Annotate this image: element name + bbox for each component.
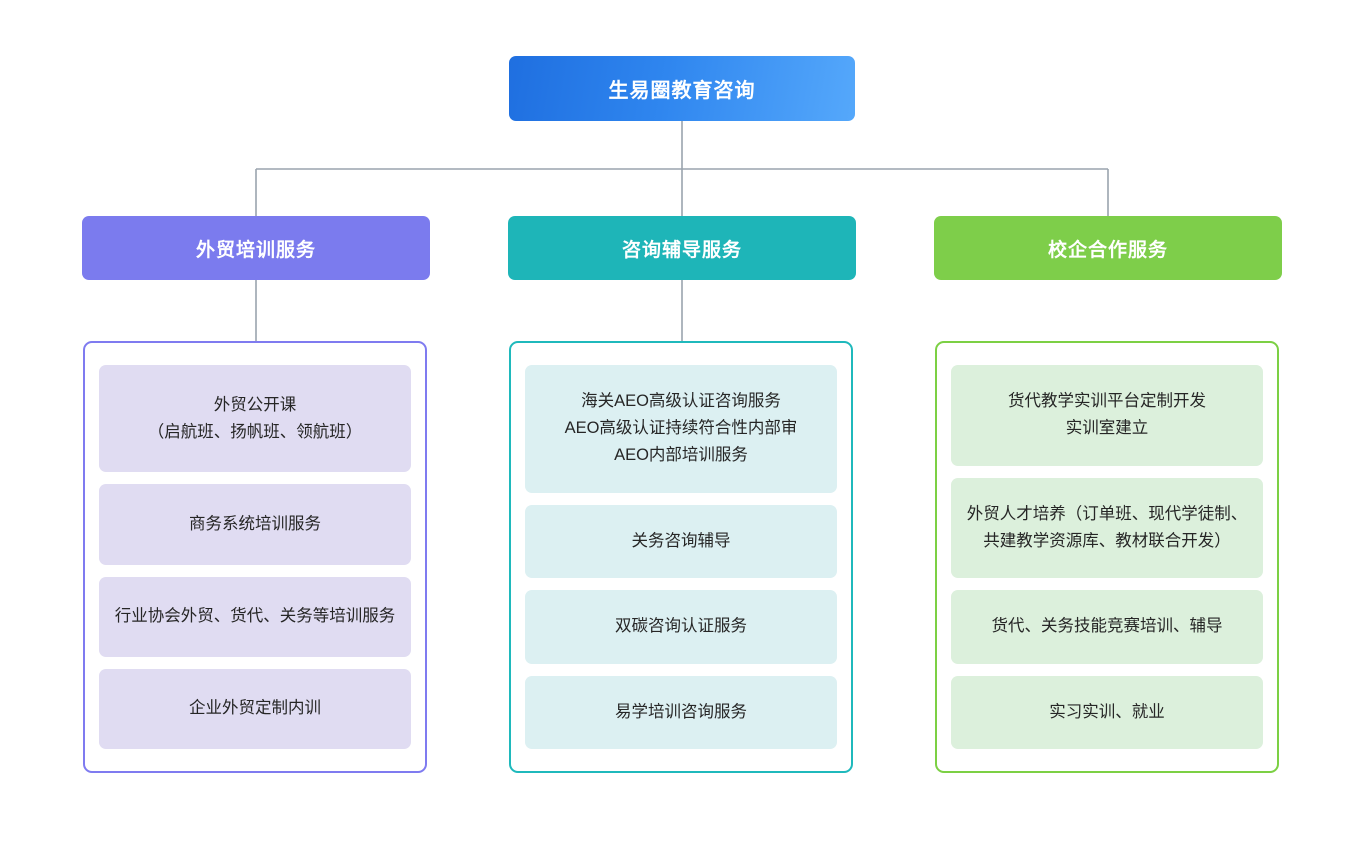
root-node-label: 生易圈教育咨询: [608, 80, 756, 102]
category-header-consulting-tutoring[interactable]: 咨询辅导服务: [508, 216, 856, 280]
leaf-item[interactable]: 双碳咨询认证服务: [525, 590, 837, 664]
category-header-label: 外贸培训服务: [195, 239, 316, 261]
leaf-item[interactable]: 货代教学实训平台定制开发 实训室建立: [951, 365, 1263, 466]
leaf-item[interactable]: 商务系统培训服务: [99, 484, 411, 565]
root-node[interactable]: 生易圈教育咨询: [509, 56, 855, 121]
leaf-item[interactable]: 行业协会外贸、货代、关务等培训服务: [99, 576, 411, 657]
branch-column-school-enterprise-cooperation: 校企合作服务 货代教学实训平台定制开发 实训室建立 外贸人才培养（订单班、现代学…: [934, 0, 1282, 844]
branch-column-consulting-tutoring: 咨询辅导服务 海关AEO高级认证咨询服务 AEO高级认证持续符合性内部审 AEO…: [508, 0, 856, 844]
category-header-school-enterprise-cooperation[interactable]: 校企合作服务: [934, 216, 1282, 280]
leaf-item[interactable]: 关务咨询辅导: [525, 504, 837, 578]
leaf-item[interactable]: 海关AEO高级认证咨询服务 AEO高级认证持续符合性内部审 AEO内部培训服务: [525, 365, 837, 493]
category-header-label: 校企合作服务: [1047, 239, 1168, 261]
leaf-group-school-enterprise-cooperation: 货代教学实训平台定制开发 实训室建立 外贸人才培养（订单班、现代学徒制、共建教学…: [935, 341, 1279, 773]
leaf-item[interactable]: 外贸人才培养（订单班、现代学徒制、共建教学资源库、教材联合开发）: [951, 477, 1263, 578]
leaf-group-consulting-tutoring: 海关AEO高级认证咨询服务 AEO高级认证持续符合性内部审 AEO内部培训服务 …: [509, 341, 853, 773]
category-header-foreign-trade-training[interactable]: 外贸培训服务: [82, 216, 430, 280]
branch-column-foreign-trade-training: 外贸培训服务 外贸公开课 （启航班、扬帆班、领航班） 商务系统培训服务 行业协会…: [82, 0, 430, 844]
category-header-label: 咨询辅导服务: [621, 239, 742, 261]
leaf-item[interactable]: 货代、关务技能竞赛培训、辅导: [951, 590, 1263, 664]
leaf-item[interactable]: 实习实训、就业: [951, 675, 1263, 749]
leaf-group-foreign-trade-training: 外贸公开课 （启航班、扬帆班、领航班） 商务系统培训服务 行业协会外贸、货代、关…: [83, 341, 427, 773]
leaf-item[interactable]: 易学培训咨询服务: [525, 675, 837, 749]
leaf-item[interactable]: 外贸公开课 （启航班、扬帆班、领航班）: [99, 365, 411, 473]
leaf-item[interactable]: 企业外贸定制内训: [99, 668, 411, 749]
